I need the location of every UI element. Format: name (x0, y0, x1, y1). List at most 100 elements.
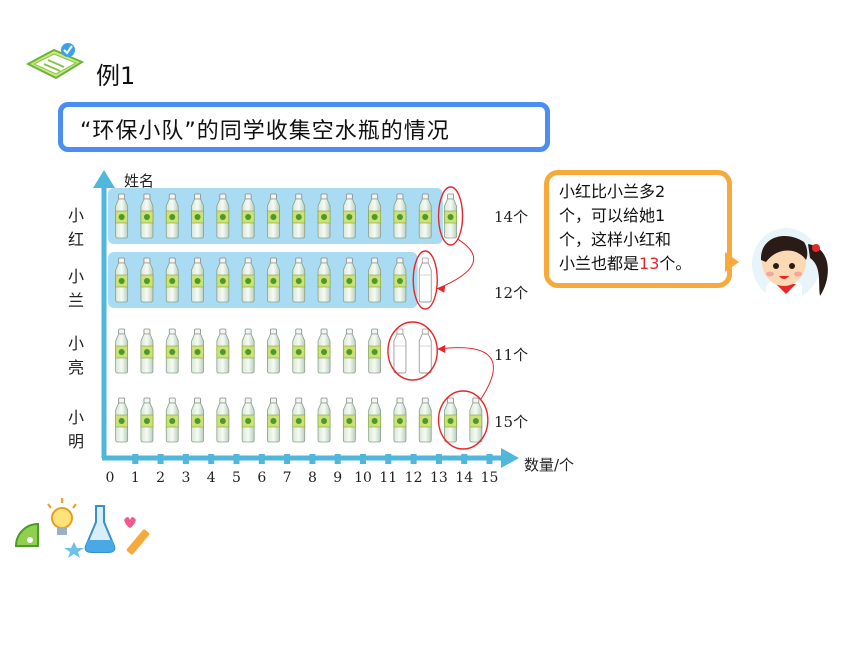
x-tick-label: 8 (308, 470, 317, 486)
bottle-row-0 (241, 193, 255, 239)
x-tick-label: 1 (131, 470, 140, 486)
bottle-row-2 (267, 328, 280, 374)
highlight-box-row-1 (108, 252, 418, 308)
bottle-row-0 (140, 193, 154, 239)
speech-highlight-number: 13 (639, 254, 660, 273)
stationery-decoration-icon (14, 498, 150, 558)
x-tick-mark (284, 454, 291, 464)
bottle-row-3 (418, 397, 432, 443)
title-box (58, 102, 550, 152)
bottle-row-2 (140, 328, 154, 374)
red-circle-row-2 (387, 321, 438, 381)
red-circle-row-0 (437, 186, 464, 246)
speech-bubble-tail (725, 252, 739, 272)
count-label-xiaoming: 15个 (494, 413, 529, 431)
bottle-row-0 (393, 193, 407, 239)
x-tick-mark (486, 454, 493, 464)
x-tick-label: 12 (405, 470, 423, 486)
x-tick-label: 10 (354, 470, 372, 486)
speech-line-2: 个，可以给她1 (559, 206, 666, 225)
bottle-row-1 (342, 257, 356, 303)
bottle-row-2 (165, 328, 179, 374)
move-arrow-2 (437, 347, 494, 400)
bottle-row-0 (342, 193, 356, 239)
bottle-row-0 (292, 193, 306, 239)
bottle-row-2 (342, 328, 356, 374)
x-tick-label: 13 (430, 470, 448, 486)
row-label-xiaohong: 小 红 (66, 204, 86, 252)
bottle-row-2 (241, 328, 255, 374)
x-axis-arrow (501, 448, 519, 468)
count-label-xiaolan: 12个 (494, 284, 529, 302)
speech-line-1: 小红比小兰多2 (559, 182, 666, 201)
count-label-xiaohong: 14个 (494, 208, 529, 226)
x-tick-mark (334, 454, 341, 464)
bottle-row-2 (292, 328, 306, 374)
girl-avatar (752, 228, 828, 302)
example-label: 例1 (96, 62, 136, 90)
speech-bubble (544, 170, 732, 288)
x-tick-label: 0 (106, 470, 115, 486)
bottle-row-1 (292, 257, 306, 303)
bottle-row-1 (267, 257, 280, 303)
x-tick-mark (360, 454, 366, 464)
speech-line-4: 小兰也都是13个。 (559, 252, 725, 276)
bottle-row-3 (267, 397, 280, 443)
bottle-row-2 (191, 328, 204, 374)
x-tick-label: 3 (181, 470, 190, 486)
red-circle-row-1 (412, 250, 438, 310)
row-label-xiaoming: 小 明 (66, 406, 86, 454)
move-arrow-2-head (437, 345, 446, 353)
bottle-row-3 (469, 397, 483, 443)
count-label-xiaoliang: 11个 (494, 346, 529, 364)
x-tick-label: 7 (283, 470, 292, 486)
x-tick-mark (410, 454, 417, 464)
bottle-row-3 (140, 397, 154, 443)
row-label-xiaoming-top: 小 (67, 408, 84, 427)
bottle-row-3 (444, 397, 457, 443)
bottle-row-0 (317, 193, 331, 239)
speech-text: 小红比小兰多2 个，可以给她1 个，这样小红和 小兰也都是13个。 (559, 180, 725, 276)
x-tick-mark (309, 454, 316, 464)
x-tick-mark (435, 454, 442, 464)
bottle-row-1 (165, 257, 179, 303)
x-tick-mark (157, 454, 164, 464)
bottle-row-1 (317, 257, 331, 303)
row-label-xiaolan: 小 兰 (66, 265, 86, 313)
bottle-row-0 (418, 193, 432, 239)
bottle-row-3 (115, 397, 129, 443)
red-circle-row-3 (437, 390, 489, 450)
x-tick-mark (385, 454, 392, 464)
bottle-row-3 (165, 397, 179, 443)
speech-line-3: 个，这样小红和 (559, 230, 672, 249)
x-tick-label: 14 (455, 470, 473, 486)
row-label-xiaoliang-top: 小 (67, 334, 84, 353)
bottle-row-3 (292, 397, 306, 443)
bottle-row-0 (368, 193, 382, 239)
row-label-xiaohong-bottom: 红 (67, 230, 84, 249)
bottle-row-1 (368, 257, 382, 303)
bottle-row-1 (393, 257, 407, 303)
bottle-row-0 (165, 193, 179, 239)
bottle-row-3 (393, 397, 407, 443)
bottle-row-0 (191, 193, 204, 239)
x-tick-mark (461, 454, 468, 464)
empty-bottle-row-1 (418, 257, 432, 303)
bottle-row-3 (342, 397, 356, 443)
bottle-row-1 (115, 257, 129, 303)
bottle-row-2 (368, 328, 382, 374)
empty-bottle-row-2 (393, 328, 407, 374)
bottle-row-0 (115, 193, 129, 239)
x-tick-mark (258, 454, 265, 464)
bottle-row-1 (191, 257, 204, 303)
x-axis-title: 数量/个 (524, 456, 575, 474)
bottle-row-3 (368, 397, 382, 443)
bottle-row-3 (317, 397, 331, 443)
row-label-xiaoliang-bottom: 亮 (67, 358, 84, 377)
speech-line-4-suffix: 个。 (659, 254, 692, 273)
x-tick-label: 11 (379, 470, 397, 486)
move-arrow-1 (437, 238, 475, 290)
bottle-row-1 (216, 257, 230, 303)
x-tick-label: 4 (207, 470, 216, 486)
row-label-xiaolan-bottom: 兰 (67, 291, 84, 310)
